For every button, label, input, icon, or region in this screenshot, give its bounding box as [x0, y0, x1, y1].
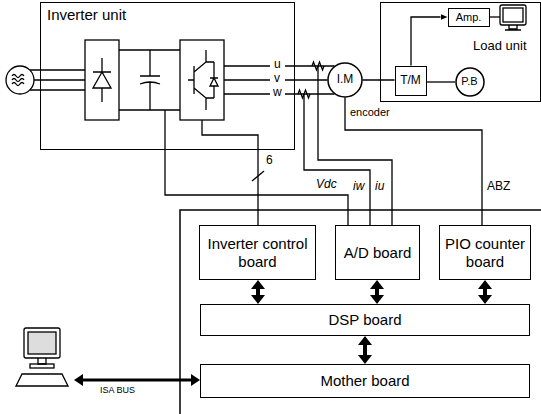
rectifier-symbol	[85, 40, 119, 120]
output-wire	[224, 66, 295, 94]
box-label: DSP board	[328, 311, 401, 328]
system-frame	[180, 210, 541, 414]
box-label: Inverter control board	[204, 235, 311, 270]
signal-wire	[165, 150, 348, 225]
powder-brake-circle: P.B	[455, 67, 485, 97]
board-box: DSP board	[200, 304, 530, 336]
signal-wire	[363, 79, 395, 80]
box-label: Mother board	[320, 372, 409, 389]
signal-label: Vdc	[316, 178, 337, 192]
signal-wire	[295, 79, 328, 80]
motor-circle: I.M	[327, 62, 363, 98]
board-box: Mother board	[200, 364, 530, 398]
phase-label: w	[273, 86, 282, 100]
unit-title: Load unit	[473, 39, 527, 54]
gate-wire	[202, 120, 258, 150]
signal-label: iu	[375, 180, 384, 194]
signal-wire	[295, 65, 335, 66]
bus-arrow	[483, 289, 487, 295]
signal-wire	[411, 17, 441, 66]
amplifier-box: Amp.	[448, 8, 490, 27]
board-box: A/D board	[335, 225, 420, 280]
box-label: P.B	[461, 75, 477, 88]
pc-icon	[16, 328, 68, 386]
bus-label: ISA BUS	[100, 385, 135, 395]
signal-wire	[257, 150, 258, 225]
signal-wire	[427, 81, 456, 82]
vdc-tap	[164, 110, 165, 150]
signal-wire	[295, 93, 335, 94]
signal-label: iw	[353, 180, 364, 194]
signal-wire	[345, 98, 482, 226]
dc-bus	[119, 50, 180, 110]
box-label: I.M	[337, 73, 354, 87]
box-label: A/D board	[344, 244, 412, 261]
signal-label: 6	[266, 154, 273, 168]
unit-frame: Load unit Amp. T/M P.B	[380, 2, 541, 102]
capacitor-symbol	[140, 50, 160, 110]
board-box: PIO counter board	[439, 225, 531, 280]
circle-outline	[456, 68, 484, 96]
box-label: Amp.	[456, 11, 482, 24]
circle-outline	[328, 63, 362, 97]
ac-source	[6, 66, 85, 94]
bus-arrow	[375, 289, 379, 295]
box-label: PIO counter board	[443, 235, 527, 270]
scope-wire	[490, 16, 500, 17]
phase-label: u	[274, 58, 281, 72]
bus-arrow	[256, 289, 260, 295]
signal-label: ABZ	[487, 180, 510, 194]
torque-meter-box: T/M	[395, 66, 427, 96]
scope-icon	[500, 5, 526, 30]
phase-label: v	[274, 72, 280, 86]
box-label: T/M	[400, 74, 421, 88]
signal-label: encoder	[350, 106, 390, 119]
bus-arrow	[363, 345, 367, 355]
isa-bus-arrow	[83, 379, 191, 382]
unit-title: Inverter unit	[47, 6, 126, 23]
unit-frame: Inverter unit	[40, 2, 295, 150]
board-box: Inverter control board	[199, 225, 316, 280]
igbt-symbol	[180, 40, 224, 120]
